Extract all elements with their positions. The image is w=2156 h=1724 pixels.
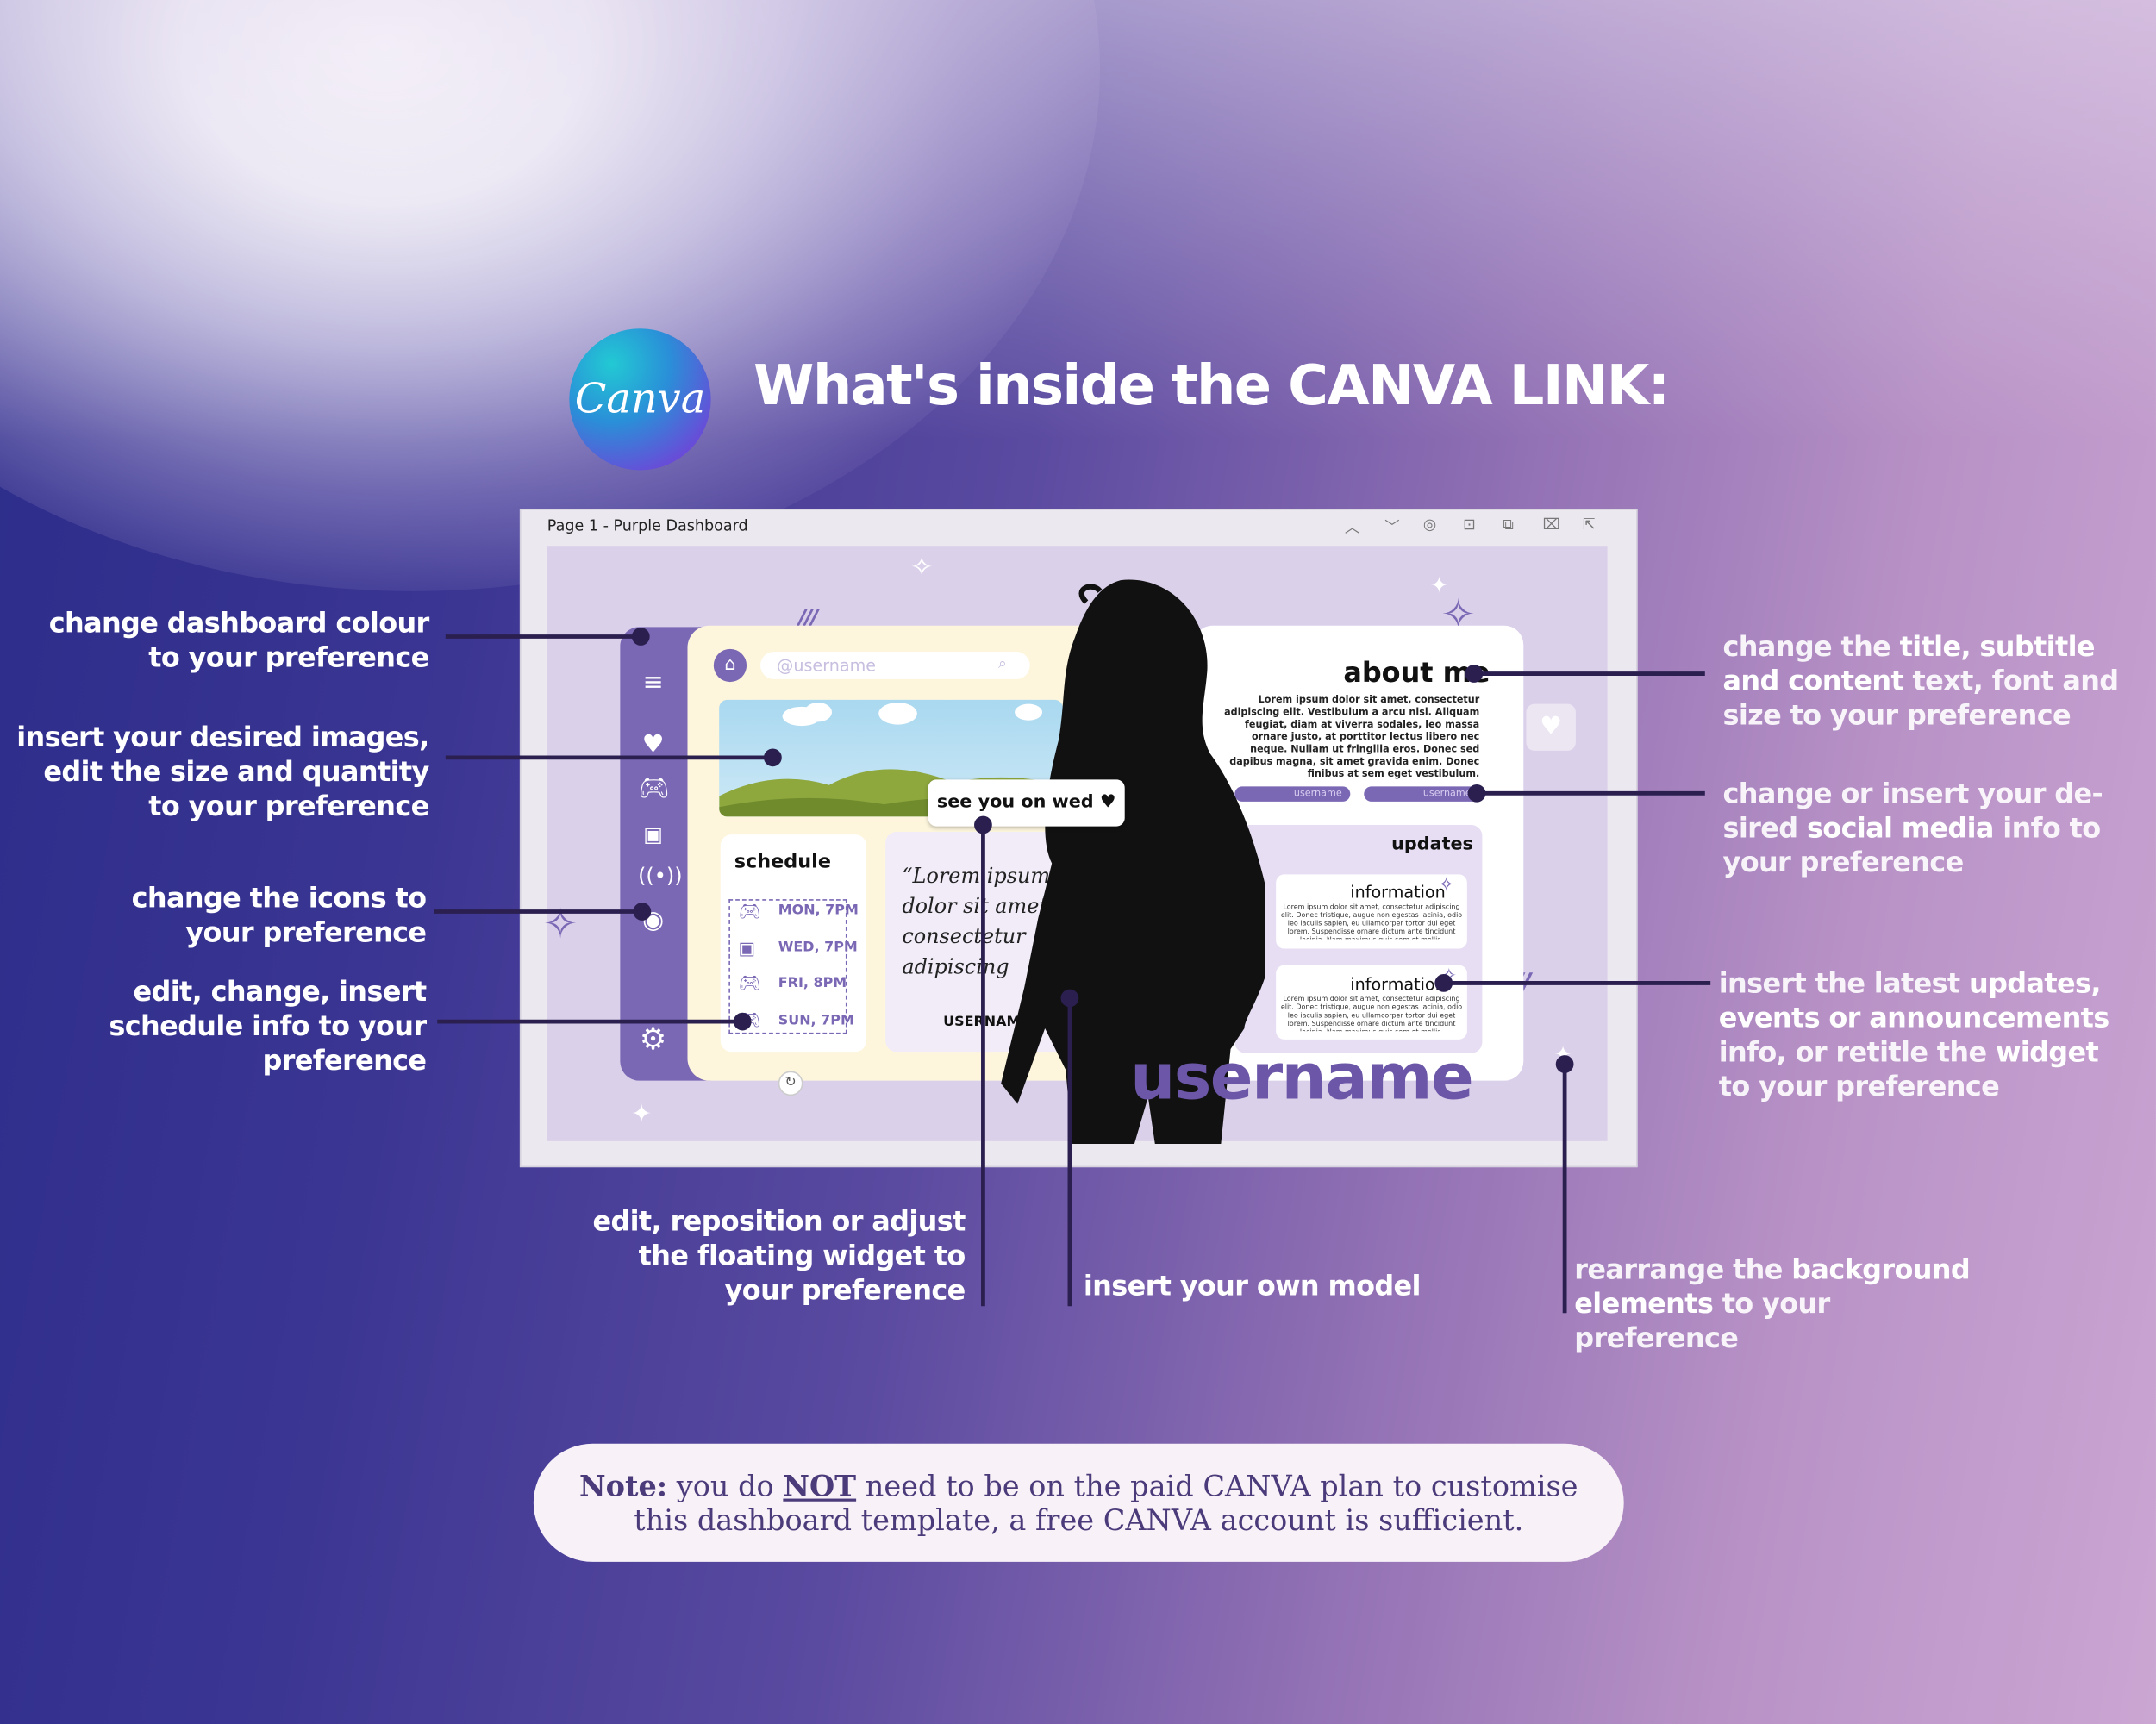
lock-icon[interactable]: ⊡ xyxy=(1463,515,1476,534)
chevron-up-icon[interactable]: ︿ xyxy=(1344,518,1360,537)
settings-icon[interactable]: ⚙ xyxy=(639,1022,667,1058)
canva-logo: Canva xyxy=(569,328,711,471)
trash-icon[interactable]: ⌧ xyxy=(1542,515,1560,534)
search-icon[interactable]: ⌕ xyxy=(997,654,1007,672)
sparkle-icon: ✧ xyxy=(1438,874,1455,896)
annotation-floating-widget: edit, reposition or adjust the floating … xyxy=(592,1204,966,1307)
floating-widget[interactable]: see you on wed ♥ xyxy=(928,779,1125,827)
note-line-2: this dashboard template, a free CANVA ac… xyxy=(634,1503,1524,1537)
editor-page-title[interactable]: Page 1 - Purple Dashboard xyxy=(547,516,748,535)
heart-icon[interactable]: ♥ xyxy=(641,729,665,759)
gamepad-icon: 🎮︎ xyxy=(738,973,761,995)
background-fade xyxy=(0,0,2156,440)
sparkle-icon: ✧ xyxy=(543,900,578,949)
sparkle-icon: ✦ xyxy=(1429,572,1449,598)
page-title: What's inside the CANVA LINK: xyxy=(753,354,1670,418)
schedule-row[interactable]: MON, 7PM xyxy=(778,903,859,919)
annotation-background: rearrange the background elements to you… xyxy=(1574,1252,1971,1355)
annotation-icons: change the icons to your preference xyxy=(131,881,427,949)
heart-icon: ♥ xyxy=(1526,703,1576,751)
eye-icon[interactable]: ◎ xyxy=(1422,515,1437,534)
annotation-images: insert your desired images, edit the siz… xyxy=(16,720,429,822)
update-card xyxy=(1276,874,1467,949)
schedule-row[interactable]: SUN, 7PM xyxy=(778,1013,854,1029)
chat-icon[interactable]: ▣ xyxy=(643,821,663,847)
gamepad-icon[interactable]: 🎮︎ xyxy=(638,773,670,803)
social-link[interactable]: username xyxy=(1364,786,1480,802)
quote-text: “Lorem ipsum dolor sit amet, consectetur… xyxy=(902,863,1054,979)
schedule-row[interactable]: FRI, 8PM xyxy=(778,976,847,991)
sparkle-icon: ✦ xyxy=(631,1100,653,1129)
selection-box xyxy=(728,899,847,1034)
gamepad-icon: 🎮︎ xyxy=(738,902,761,923)
search-input[interactable]: @username xyxy=(760,652,1030,679)
annotation-dashboard-colour: change dashboard colour to your preferen… xyxy=(48,606,430,674)
update-card xyxy=(1276,965,1467,1040)
rotate-handle-icon[interactable]: ↻ xyxy=(778,1071,803,1096)
updates-title: updates xyxy=(1391,834,1473,856)
note-banner: Note: you do NOT need to be on the paid … xyxy=(533,1443,1624,1562)
home-icon[interactable]: ⌂ xyxy=(713,648,747,683)
update-card-text: Lorem ipsum dolor sit amet, consectetur … xyxy=(1280,995,1463,1031)
username-display: username xyxy=(1130,1039,1474,1114)
annotation-model: insert your own model xyxy=(1083,1269,1422,1302)
schedule-row[interactable]: WED, 7PM xyxy=(778,940,858,956)
logo-text: Canva xyxy=(574,375,706,424)
social-link[interactable]: username xyxy=(1234,786,1351,802)
chat-icon: ▣ xyxy=(738,939,756,960)
update-card-title: information xyxy=(1350,882,1446,903)
update-card-text: Lorem ipsum dolor sit amet, consectetur … xyxy=(1280,903,1463,939)
note-line-1: Note: you do NOT need to be on the paid … xyxy=(579,1467,1578,1502)
update-card-title: information xyxy=(1350,974,1446,995)
annotation-title: change the title, subtitle and content t… xyxy=(1722,629,2120,732)
duplicate-icon[interactable]: ⧉ xyxy=(1503,515,1514,534)
annotation-updates: insert the latest updates, events or ann… xyxy=(1718,966,2109,1103)
about-text: Lorem ipsum dolor sit amet, consectetur … xyxy=(1224,694,1480,780)
annotation-social: change or insert your de-sired social me… xyxy=(1722,777,2103,879)
export-icon[interactable]: ⇱ xyxy=(1582,515,1596,534)
annotation-schedule: edit, change, insert schedule info to yo… xyxy=(109,974,427,1077)
sparkle-icon: ✧ xyxy=(909,550,934,584)
chevron-down-icon[interactable]: ﹀ xyxy=(1384,518,1400,537)
quote-username: USERNAME xyxy=(943,1015,1030,1030)
menu-icon[interactable]: ≡ xyxy=(642,668,664,697)
schedule-title: schedule xyxy=(734,851,832,873)
